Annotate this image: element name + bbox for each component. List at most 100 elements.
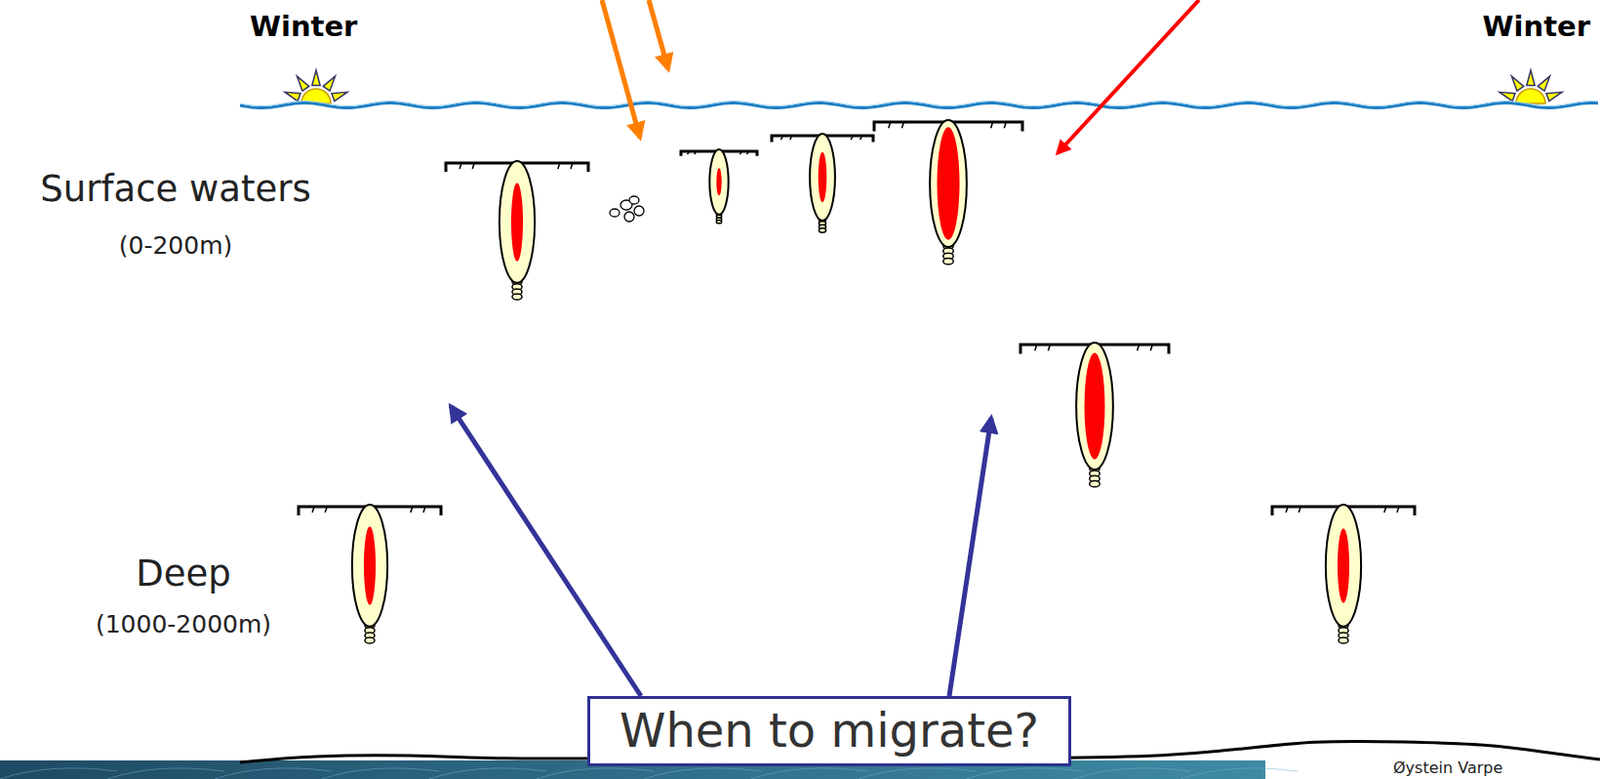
lipid-sac — [1337, 527, 1350, 603]
copepod-tail — [1089, 480, 1100, 487]
antenna-bristle — [746, 151, 749, 155]
antenna-bristle — [888, 121, 891, 128]
antenna-bristle — [694, 151, 697, 155]
copepod-body — [352, 504, 388, 627]
antenna-bristle — [410, 506, 413, 513]
sun-ray — [1499, 91, 1516, 101]
season-label: Winter — [1482, 9, 1591, 43]
band-texture — [751, 767, 869, 779]
sun-ray — [284, 91, 301, 101]
copepod-body — [499, 160, 535, 283]
depth-range: (0-200m) — [119, 231, 234, 260]
copepod-body — [809, 133, 836, 221]
copepod-tail — [818, 228, 826, 233]
lipid-sac — [1084, 352, 1106, 459]
band-texture — [858, 767, 976, 779]
antenna-bristle — [423, 506, 426, 513]
water-highlight — [240, 101, 1599, 107]
lipid-sac — [936, 126, 960, 240]
antenna-bristle — [780, 135, 783, 140]
antenna-bristle — [850, 135, 853, 140]
egg — [629, 196, 640, 204]
band-texture — [1073, 767, 1191, 779]
antenna-bristle — [1047, 344, 1050, 351]
zone-label: Surface waters — [40, 167, 311, 210]
antenna-bristle — [860, 135, 863, 140]
copepod-body — [1076, 342, 1114, 470]
sun-ray — [322, 76, 335, 91]
antenna-bristle — [459, 162, 462, 169]
egg — [609, 208, 620, 217]
copepod-tail — [943, 258, 954, 265]
sun-ray — [1546, 91, 1562, 101]
depth-range: (1000-2000m) — [95, 609, 272, 639]
red-arrow — [1057, 0, 1200, 154]
antenna-bristle — [1137, 344, 1140, 351]
egg — [634, 205, 644, 216]
antenna-bristle — [1035, 344, 1038, 351]
migration-arrow — [949, 417, 992, 696]
copepod-figure — [680, 149, 758, 224]
band-texture — [429, 767, 547, 779]
antenna-bristle — [991, 121, 994, 128]
antenna-bristle — [1384, 506, 1387, 513]
copepod-body — [929, 120, 967, 247]
antenna-bristle — [1285, 506, 1288, 513]
season-label: Winter — [249, 9, 358, 43]
copepod-body — [1325, 504, 1361, 627]
band-texture — [643, 767, 761, 779]
band-texture — [321, 767, 440, 779]
band-texture — [214, 767, 332, 779]
antenna-bristle — [570, 162, 573, 169]
copepod-figure — [874, 120, 1023, 265]
band-texture — [536, 767, 654, 779]
antenna-bristle — [1003, 121, 1006, 128]
migration-arrow — [450, 405, 641, 696]
orange-arrow — [648, 0, 669, 70]
copepod-tail — [716, 220, 721, 224]
sun-ray — [312, 70, 320, 85]
zone-label: Deep — [135, 552, 232, 595]
question-text: When to migrate? — [619, 702, 1040, 760]
band-texture — [965, 767, 1083, 779]
lipid-sac — [363, 525, 376, 605]
band-texture — [0, 767, 118, 779]
copepod-body — [709, 149, 728, 215]
antenna-bristle — [687, 151, 690, 155]
antenna-bristle — [312, 506, 315, 513]
sun-ray — [1526, 70, 1535, 85]
antenna-bristle — [324, 506, 327, 513]
copepod-figure — [1272, 504, 1415, 643]
antenna-bristle — [472, 162, 475, 169]
sun-ray — [331, 91, 348, 101]
band-texture — [1180, 767, 1298, 779]
sun-disc — [1516, 88, 1546, 104]
copepod-figure — [298, 504, 441, 643]
copepod-tail — [364, 637, 375, 643]
egg — [624, 211, 635, 222]
band-texture — [107, 767, 225, 779]
lipid-sac — [511, 182, 523, 262]
copepod-figure — [771, 133, 874, 233]
antenna-bristle — [1150, 344, 1153, 351]
antenna-bristle — [790, 135, 793, 140]
lipid-sac — [818, 152, 828, 203]
sun-symbol — [1499, 70, 1562, 104]
copepod-figure — [1020, 342, 1169, 487]
copepod-tail — [512, 293, 522, 300]
question-box: When to migrate? — [587, 695, 1072, 766]
orange-arrow — [601, 0, 640, 138]
sun-symbol — [284, 70, 348, 104]
antenna-bristle — [1298, 506, 1301, 513]
antenna-bristle — [739, 151, 742, 155]
author-credit: Øystein Varpe — [1393, 758, 1503, 777]
antenna-bristle — [1397, 506, 1400, 513]
copepod-figure — [445, 160, 589, 300]
antenna-bristle — [901, 121, 904, 128]
antenna-bristle — [558, 162, 560, 169]
sun-ray — [1511, 76, 1523, 91]
lipid-sac — [716, 167, 721, 196]
